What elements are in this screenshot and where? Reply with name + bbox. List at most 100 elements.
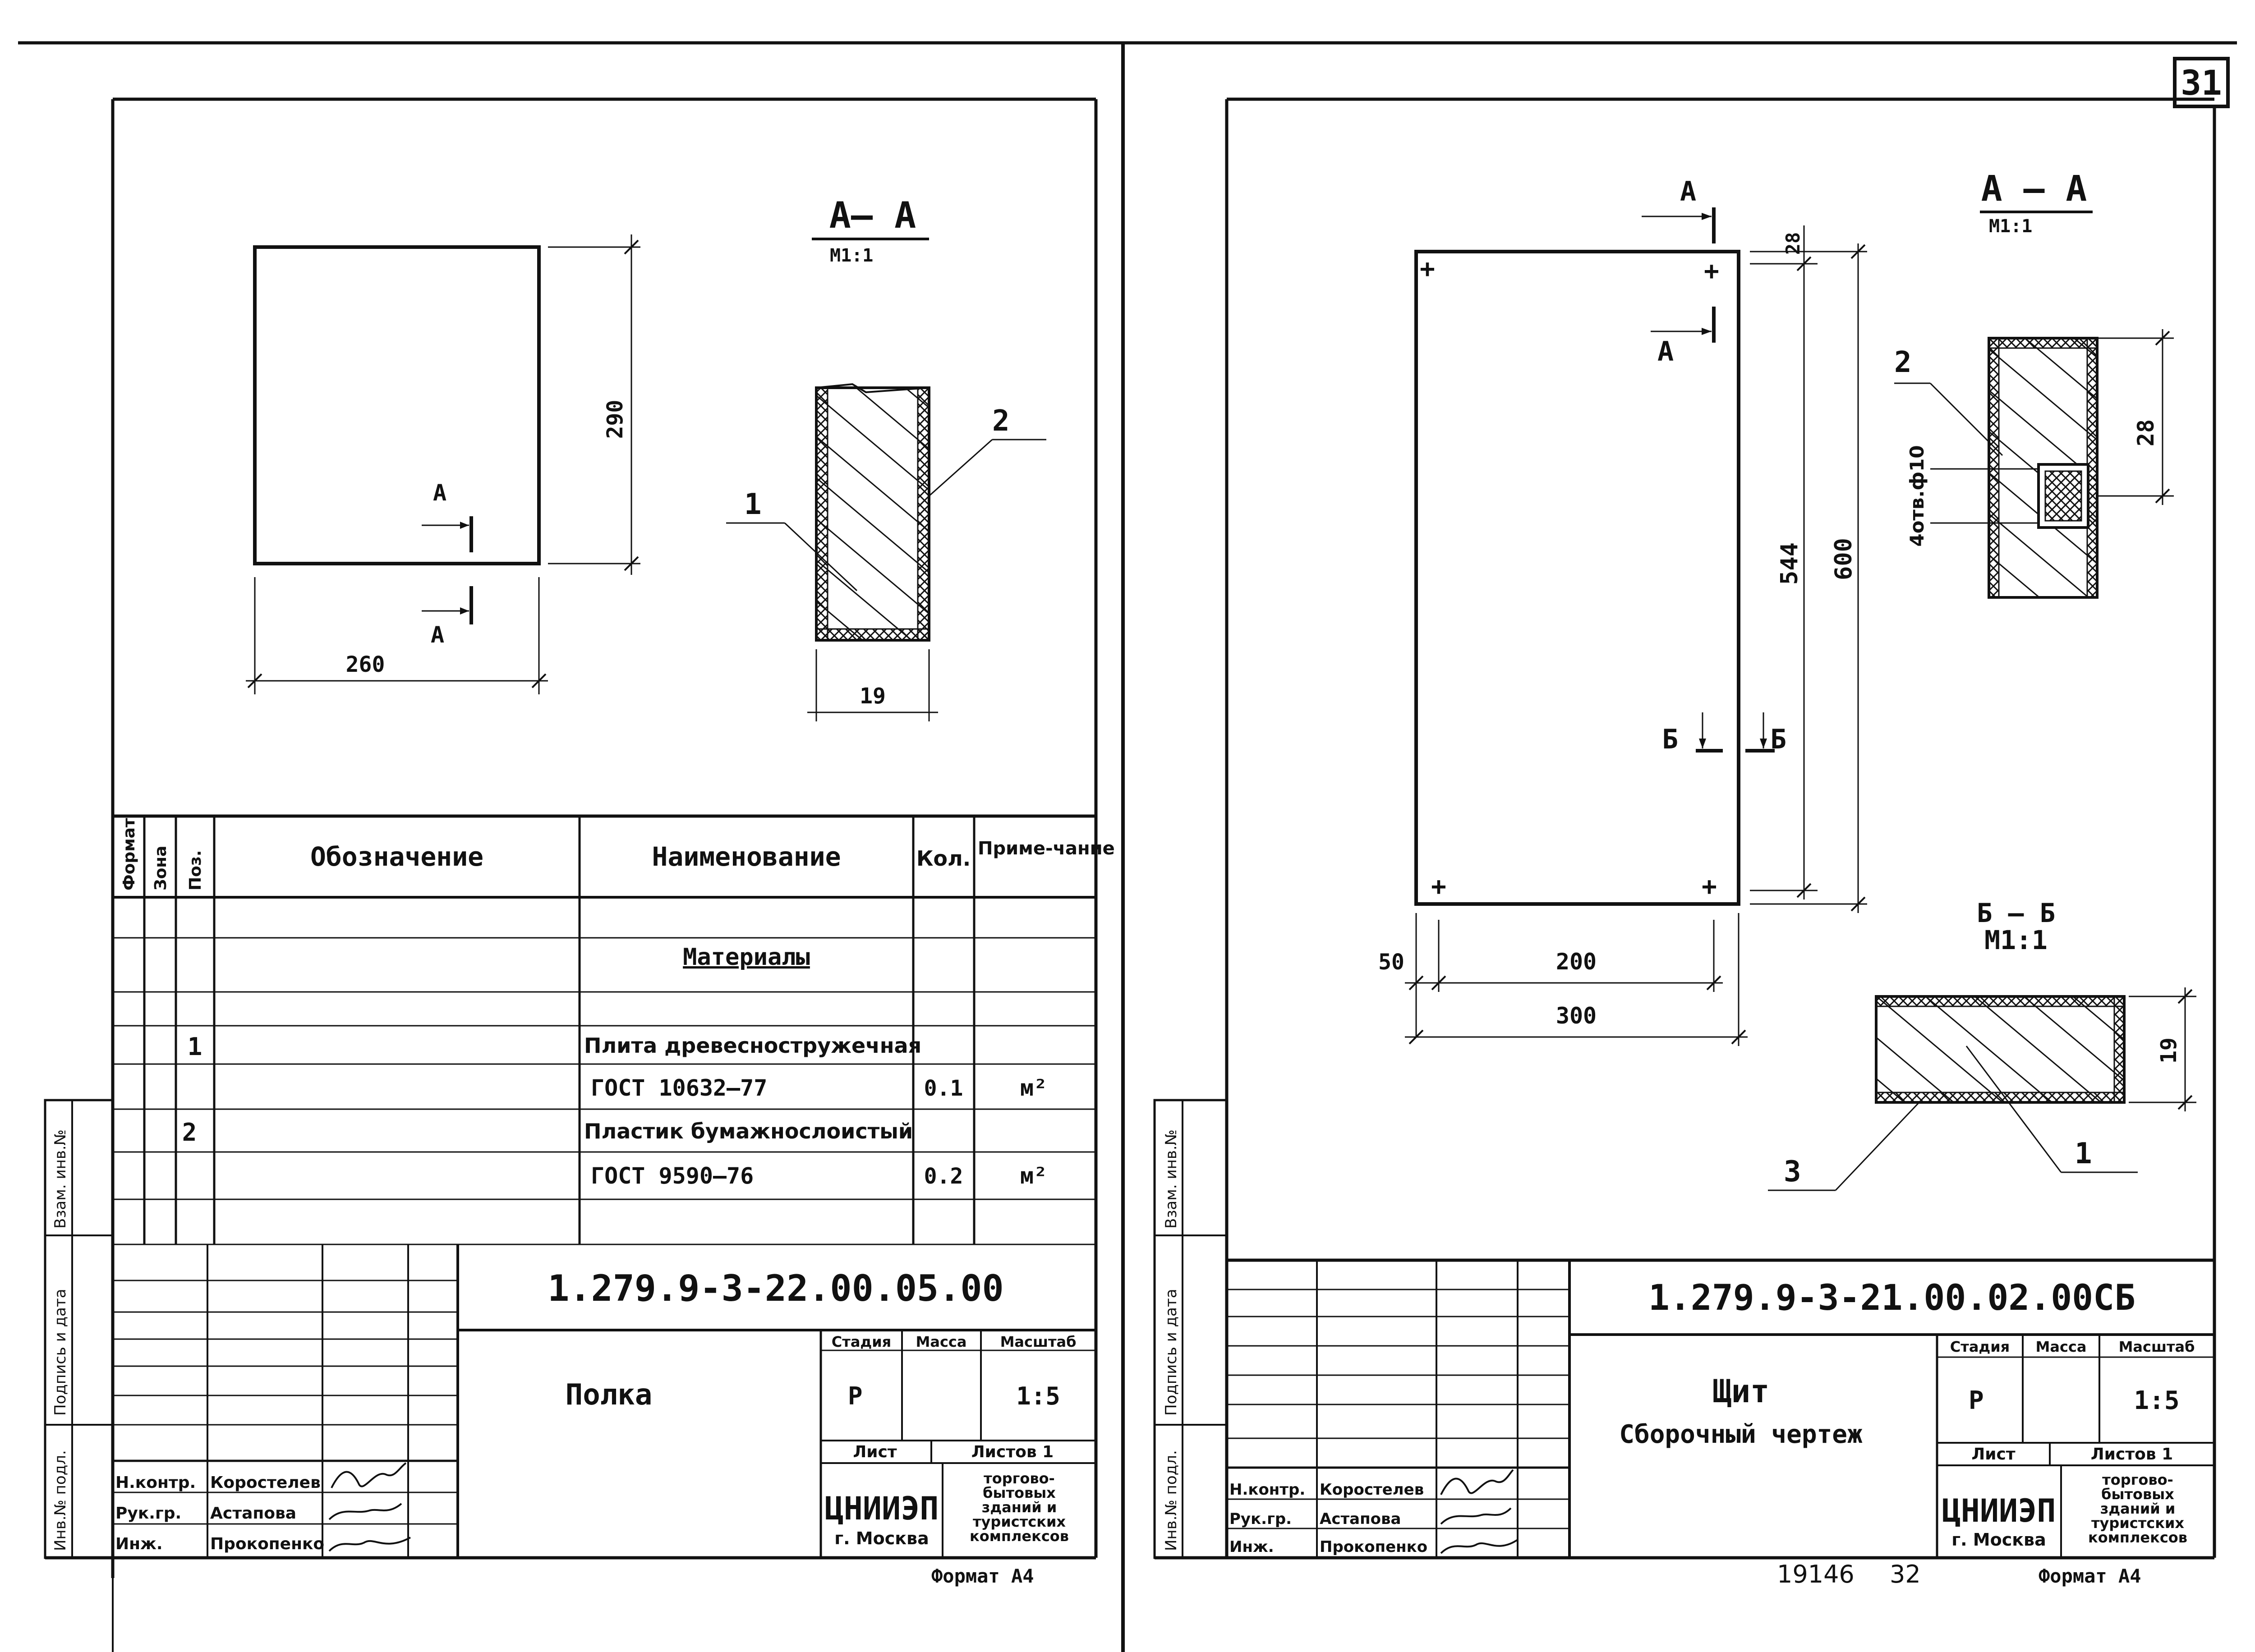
page-number-box: 31	[2173, 57, 2230, 108]
fixing-mark: +	[1704, 257, 1719, 286]
left-plan-view: 290 260 A A	[246, 234, 640, 694]
fixing-mark: +	[1420, 254, 1435, 284]
r-tb-format: Формат А4	[2039, 1565, 2141, 1587]
row1-name: Плита древесностружечная	[584, 1033, 921, 1058]
r-tb-name-1: Коростелев	[1320, 1481, 1424, 1499]
tb-format: Формат А4	[931, 1565, 1034, 1587]
tb-org-desc-1: торгово-	[984, 1470, 1055, 1487]
cut-b-left: Б	[1662, 724, 1678, 755]
r-tb-name-2: Астапова	[1320, 1510, 1401, 1528]
dim-thickness-r: 19	[2156, 1037, 2181, 1064]
r-tb-stage-h: Стадия	[1950, 1338, 2010, 1355]
tb-role-2: Рук.гр.	[115, 1504, 181, 1523]
right-title-block: 1.279.9-3-21.00.02.00СБ Щит Сборочный че…	[1227, 1258, 2214, 1587]
row4-qty: 0.2	[924, 1164, 963, 1189]
tb-mass-h: Масса	[916, 1333, 967, 1350]
r-tb-role-1: Н.контр.	[1229, 1481, 1305, 1499]
r-signature-3	[1440, 1539, 1519, 1554]
tb-org: ЦНИИЭП	[825, 1490, 939, 1527]
tb-stage-h: Стадия	[832, 1333, 891, 1350]
r-callout-pos2: 2	[1894, 346, 1912, 379]
th-designation: Обозначение	[310, 841, 483, 872]
tb-scale: 1:5	[1016, 1382, 1060, 1410]
th-format: Формат	[120, 818, 138, 890]
tb-stage: Р	[848, 1382, 863, 1410]
r-tb-stage: Р	[1969, 1386, 1984, 1415]
side-label-sign: Подпись и дата	[51, 1289, 69, 1416]
left-title-block: 1.279.9-3-22.00.05.00 Полка Стадия Масса…	[111, 1244, 1096, 1587]
side-label-sign-r: Подпись и дата	[1162, 1289, 1180, 1416]
r-callout-pos1: 1	[2075, 1137, 2092, 1170]
r-signature-1	[1440, 1469, 1514, 1495]
right-side-stamp: Инв.№ подл. Подпись и дата Взам. инв.№	[1153, 1099, 1228, 1559]
side-label-inv-r: Инв.№ подл.	[1162, 1450, 1180, 1551]
section-bb-title: Б – Б	[1977, 898, 2056, 928]
r-signature-2	[1440, 1507, 1512, 1525]
tb-org-desc-5: комплексов	[970, 1528, 1069, 1545]
cut-a-top: A	[1680, 176, 1696, 207]
r-tb-org-desc-4: туристских	[2091, 1514, 2184, 1532]
right-plan-view: + + + + A A Б Б	[1378, 176, 1867, 1046]
side-label-inv: Инв.№ подл.	[51, 1450, 69, 1551]
dim-inner-height: 544	[1776, 542, 1803, 585]
r-tb-sheets: Листов 1	[2091, 1445, 2173, 1464]
r-tb-org: ЦНИИЭП	[1942, 1492, 2056, 1529]
dim-height: 290	[603, 400, 628, 439]
dim-width: 260	[346, 652, 385, 677]
tb-sheets: Листов 1	[971, 1443, 1054, 1461]
dim-inner-width: 200	[1556, 949, 1597, 975]
tb-code: 1.279.9-3-22.00.05.00	[548, 1267, 1003, 1309]
tb-name-3: Прокопенко	[210, 1535, 324, 1553]
r-tb-role-3: Инж.	[1229, 1538, 1274, 1556]
r-tb-role-2: Рук.гр.	[1229, 1510, 1292, 1528]
tb-org-desc-2: бытовых	[983, 1484, 1056, 1501]
left-section-aa: A– A M1:1 19 1 2	[726, 194, 1046, 721]
signature-1	[331, 1462, 407, 1488]
r-tb-sheet: Лист	[1971, 1445, 2015, 1464]
tb-role-3: Инж.	[115, 1535, 163, 1553]
tb-city: г. Москва	[834, 1528, 929, 1548]
right-section-bb: Б – Б M1:1 19 3 1	[1768, 898, 2196, 1191]
row3-pos: 2	[182, 1118, 197, 1147]
left-side-stamp: Инв.№ подл. Подпись и дата Взам. инв.№	[44, 1099, 114, 1559]
r-tb-scale: 1:5	[2134, 1386, 2179, 1415]
th-zone: Зона	[152, 846, 170, 890]
callout-pos2: 2	[992, 404, 1010, 438]
tb-org-desc-3: зданий и	[982, 1499, 1057, 1516]
dim-top-offset: 28	[1782, 232, 1804, 255]
r-tb-title: Щит	[1712, 1373, 1769, 1410]
r-tb-city: г. Москва	[1951, 1530, 2046, 1550]
tb-sheet: Лист	[853, 1443, 897, 1461]
r-section-aa-scale: M1:1	[1989, 216, 2032, 237]
r-section-aa-title: A – A	[1981, 169, 2087, 209]
r-tb-subtitle: Сборочный чертеж	[1619, 1420, 1863, 1449]
fixing-mark: +	[1702, 872, 1717, 901]
r-callout-pos3: 3	[1784, 1155, 1801, 1189]
dim-left-offset: 50	[1378, 950, 1404, 975]
side-label-replace-r: Взам. инв.№	[1162, 1129, 1180, 1229]
cut-a-bottom: A	[1657, 336, 1674, 367]
r-tb-org-desc-3: зданий и	[2100, 1500, 2176, 1517]
r-tb-name-3: Прокопенко	[1320, 1538, 1427, 1556]
page-number: 31	[2181, 63, 2222, 103]
section-aa-title: A– A	[829, 194, 916, 236]
r-tb-scale-h: Масштаб	[2119, 1338, 2195, 1355]
th-pos: Поз.	[186, 850, 205, 890]
tb-org-desc-4: туристских	[973, 1513, 1066, 1530]
dim-height-r: 600	[1830, 538, 1857, 580]
fixing-mark: +	[1431, 872, 1446, 901]
th-note: Приме-чание	[978, 838, 1115, 859]
section-bb-scale: M1:1	[1984, 925, 2048, 955]
tb-role-1: Н.контр.	[115, 1473, 196, 1492]
row4-note: м²	[1020, 1163, 1047, 1189]
r-tb-code: 1.279.9-3-21.00.02.00СБ	[1648, 1278, 2135, 1318]
row1-pos: 1	[188, 1032, 202, 1061]
inventory-number: 19146	[1777, 1560, 1855, 1588]
row2-note: м²	[1020, 1075, 1047, 1101]
dim-width-r: 300	[1556, 1003, 1597, 1029]
side-label-replace: Взам. инв.№	[51, 1129, 69, 1229]
r-tb-mass-h: Масса	[2036, 1338, 2087, 1355]
cut-mark-bottom: A	[431, 622, 444, 648]
tb-scale-h: Масштаб	[1000, 1333, 1077, 1350]
right-sheet: Инв.№ подл. Подпись и дата Взам. инв.№ +…	[1153, 97, 2216, 1587]
